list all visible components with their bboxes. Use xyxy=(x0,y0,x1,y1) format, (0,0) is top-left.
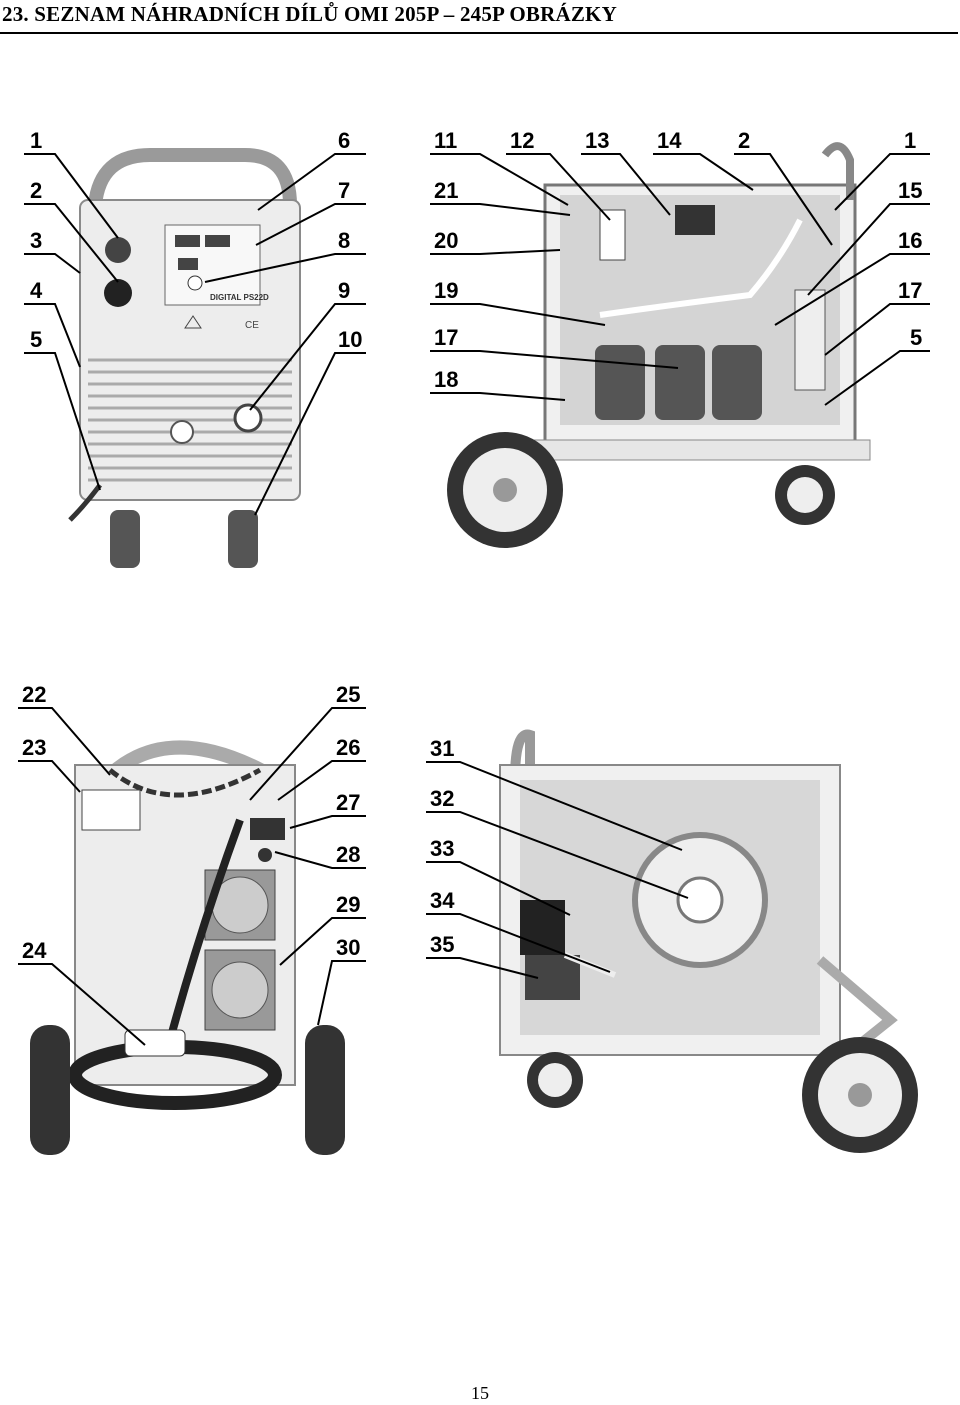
callout-17-right: 17 xyxy=(898,278,922,303)
callout-15: 15 xyxy=(898,178,922,203)
knob-upper xyxy=(105,237,131,263)
callout-19: 19 xyxy=(434,278,458,303)
transformer-coil-2 xyxy=(655,345,705,420)
panel-label: DIGITAL PS22D xyxy=(210,293,269,302)
page-number: 15 xyxy=(471,1383,489,1403)
callout-21: 21 xyxy=(434,178,458,203)
callout-29: 29 xyxy=(336,892,360,917)
callout-31: 31 xyxy=(430,736,454,761)
callout-25: 25 xyxy=(336,682,360,707)
figure-front-view: DIGITAL PS22D CE 1 2 3 4 5 6 7 8 xyxy=(0,110,390,580)
callout-20: 20 xyxy=(434,228,458,253)
callout-3: 3 xyxy=(30,228,42,253)
front-wheel-left xyxy=(110,510,140,568)
callout-28: 28 xyxy=(336,842,360,867)
callouts-left: 11 21 20 19 17 18 xyxy=(434,128,458,392)
callouts-left: 22 23 24 xyxy=(22,682,47,963)
callout-1: 1 xyxy=(30,128,42,153)
power-plug xyxy=(124,1029,186,1057)
callout-24: 24 xyxy=(22,938,47,963)
callout-2: 2 xyxy=(30,178,42,203)
svg-text:CE: CE xyxy=(245,320,259,331)
mains-switch xyxy=(250,818,285,840)
transformer-coil-1 xyxy=(595,345,645,420)
callout-35: 35 xyxy=(430,932,454,957)
callout-4: 4 xyxy=(30,278,43,303)
callout-12: 12 xyxy=(510,128,534,153)
page-title: 23. SEZNAM NÁHRADNÍCH DÍLŮ OMI 205P – 24… xyxy=(2,2,617,26)
callouts-right: 15 16 17 5 xyxy=(898,178,922,350)
front-wheel-right xyxy=(228,510,258,568)
callout-6: 6 xyxy=(338,128,350,153)
callout-33: 33 xyxy=(430,836,454,861)
callout-1-top: 1 xyxy=(904,128,916,153)
figure-rear-view: 22 23 24 25 26 27 28 29 30 xyxy=(0,680,390,1190)
callout-30: 30 xyxy=(336,935,360,960)
callout-17-left: 17 xyxy=(434,325,458,350)
callout-7: 7 xyxy=(338,178,350,203)
callout-27: 27 xyxy=(336,790,360,815)
callout-23: 23 xyxy=(22,735,46,760)
callout-14: 14 xyxy=(657,128,682,153)
callout-11: 11 xyxy=(434,128,457,153)
callout-8: 8 xyxy=(338,228,350,253)
callouts-left: 31 32 33 34 35 xyxy=(430,736,455,957)
callout-13: 13 xyxy=(585,128,609,153)
callout-22: 22 xyxy=(22,682,46,707)
callout-16: 16 xyxy=(898,228,922,253)
figure-open-side-view: 11 21 20 19 17 18 12 13 14 2 1 15 16 17 … xyxy=(420,110,940,580)
figure-wire-feeder-view: 31 32 33 34 35 xyxy=(420,720,940,1160)
callout-32: 32 xyxy=(430,786,454,811)
knob-lower xyxy=(104,279,132,307)
callout-26: 26 xyxy=(336,735,360,760)
rear-wheel-right xyxy=(305,1025,345,1155)
callouts-right: 6 7 8 9 10 xyxy=(338,128,362,352)
callout-5-right: 5 xyxy=(910,325,922,350)
callout-18: 18 xyxy=(434,367,458,392)
rear-wheel-left xyxy=(30,1025,70,1155)
callout-5: 5 xyxy=(30,327,42,352)
callout-10: 10 xyxy=(338,327,362,352)
callout-34: 34 xyxy=(430,888,455,913)
title-rule xyxy=(0,32,958,34)
transformer-coil-3 xyxy=(712,345,762,420)
callouts-left: 1 2 3 4 5 xyxy=(30,128,43,352)
machine-handle xyxy=(88,148,297,206)
callout-2-top: 2 xyxy=(738,128,750,153)
callouts-right: 25 26 27 28 29 30 xyxy=(336,682,360,960)
callout-9: 9 xyxy=(338,278,350,303)
callouts-top: 12 13 14 2 1 xyxy=(510,128,916,153)
